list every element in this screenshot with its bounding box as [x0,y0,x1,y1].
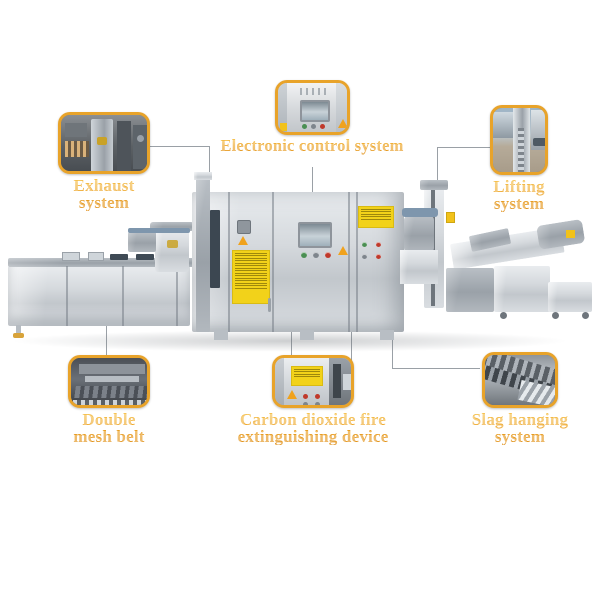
connector-co2-vertical-right [351,300,352,368]
lifting-column-head [420,180,448,190]
rotary-unit-base [400,250,438,284]
door1-control-box [237,220,251,234]
cabinet-leg-3 [380,330,394,340]
furnace-left-tower-cap [194,172,212,180]
callout-label-electronic-control-system: Electronic control system [182,137,442,155]
rotary-unit-body [404,216,434,252]
callout-label-exhaust-system: Exhaust system [58,177,150,211]
furnace-left-tower [196,178,210,332]
discharge-conveyor-drum [536,218,586,250]
exhaust-stack-collar [150,222,194,231]
slag-hanging-system-photo [482,352,558,408]
callout-label-lifting-system: Lifting system [464,178,574,212]
tunnel-seam-3 [176,266,178,326]
discharge-conveyor-yellow-tag [566,230,575,238]
cooling-tunnel-left [8,266,190,326]
connector-co2-vertical-left [291,300,292,368]
tunnel-fitting-b [88,252,104,261]
yellow-warning-plate [232,250,270,304]
callout-electronic-control-system[interactable]: Electronic control system [220,80,403,155]
hmi-button-red[interactable] [325,252,331,258]
rotary-unit-blue-cap [402,208,438,217]
electronic-control-system-photo [275,80,350,135]
callout-label-double-mesh-belt: Double mesh belt [39,411,179,445]
cabinet-seam-4 [356,192,358,332]
connector-exhaust-horizontal [150,146,210,147]
cabinet-seam-2 [272,192,274,332]
door1-handle[interactable] [268,298,271,312]
exhaust-stack-body [155,228,189,272]
tunnel-fitting-c [110,254,128,260]
machine-illustration [0,170,600,355]
right-cabinet-button-green[interactable] [362,242,367,247]
lifting-system-photo [490,105,548,175]
main-door-warning-triangle-icon [338,246,348,255]
right-cabinet-button-red2[interactable] [376,254,381,259]
cart-wheel-left [552,312,559,319]
cooling-tunnel-top-rail [8,258,194,267]
connector-slag-horizontal [392,368,480,369]
double-mesh-belt-photo [68,355,150,408]
hopper-wheel-left [500,312,507,319]
cabinet-leg-2 [300,330,314,340]
right-cabinet-yellow-plate [358,206,394,228]
furnace-left-dark-slot [210,210,220,288]
right-cabinet-button-red[interactable] [376,242,381,247]
cabinet-seam-1 [228,192,230,332]
hmi-button-green[interactable] [301,252,307,258]
connector-lifting-vertical [437,147,438,209]
callout-slag-hanging-system[interactable]: Slag hanging system [472,352,568,445]
lifting-column-yellow-tag [446,212,455,223]
cart-wheel-right [582,312,589,319]
exhaust-duct-blue-strip [128,228,190,233]
machine-ground-shadow [10,330,570,352]
discharge-hopper [494,266,550,312]
tunnel-seam-1 [66,266,68,326]
co2-fire-extinguishing-device-photo [272,355,354,408]
exhaust-duct-left [128,232,156,252]
callout-double-mesh-belt[interactable]: Double mesh belt [68,355,150,445]
callout-lifting-system[interactable]: Lifting system [490,105,548,212]
tunnel-fitting-d [136,254,154,260]
callout-co2-fire-extinguishing-device[interactable]: Carbon dioxide fire extinguishing device [238,355,388,445]
hmi-button-grey[interactable] [313,252,319,258]
cabinet-leg-1 [214,330,228,340]
hmi-touch-screen[interactable] [298,222,332,248]
tunnel-fitting-a [62,252,80,261]
callout-label-slag-hanging-system: Slag hanging system [440,411,600,445]
callout-label-co2-fire-extinguishing-device: Carbon dioxide fire extinguishing device [198,411,428,445]
tunnel-foot-left [13,333,24,338]
tunnel-leg-left [16,325,21,337]
exhaust-stack-emblem [167,240,178,248]
callout-exhaust-system[interactable]: Exhaust system [58,112,150,211]
exhaust-system-photo [58,112,150,174]
tunnel-seam-2 [122,266,124,326]
connector-lifting-horizontal [437,147,491,148]
cabinet-seam-3 [348,192,350,332]
right-cabinet-button-grey1[interactable] [362,254,367,259]
door1-warning-triangle-icon [238,236,248,245]
discharge-side-panel [446,268,494,312]
collection-cart [548,282,592,312]
